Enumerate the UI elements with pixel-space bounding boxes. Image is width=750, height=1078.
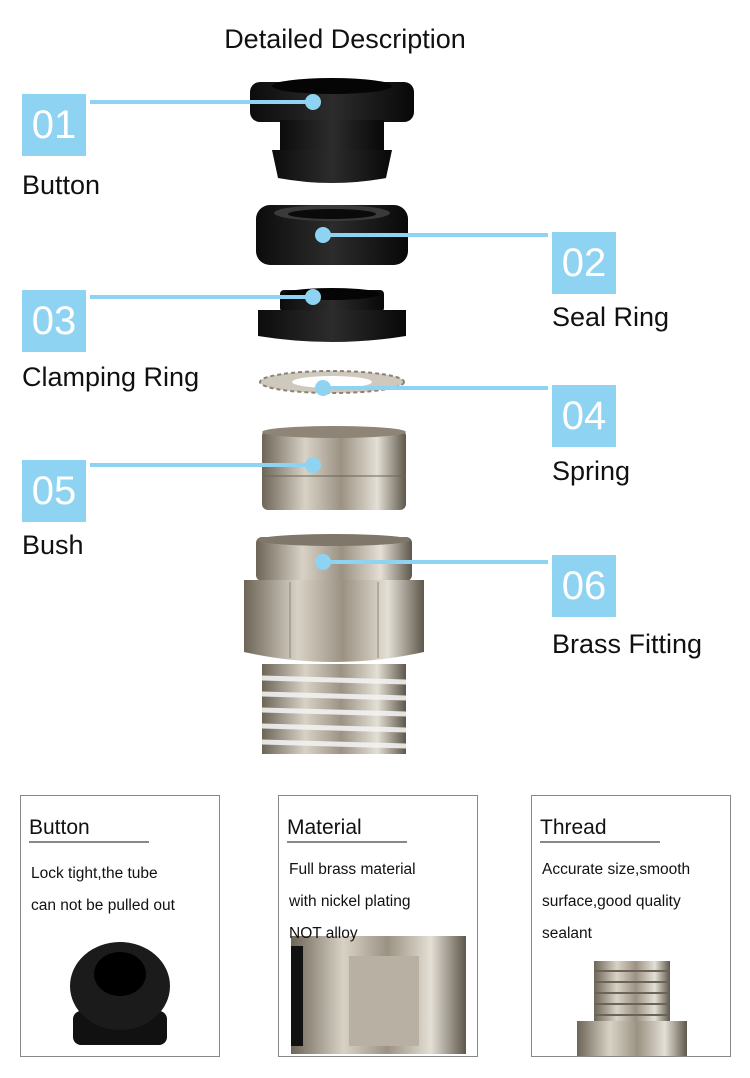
exploded-diagram [90,78,548,754]
part-number-badge: 03 [22,290,86,352]
feature-card-thread: Thread Accurate size,smooth surface,good… [531,795,731,1057]
card-text: with nickel plating [289,893,411,910]
card-title: Material [287,816,362,839]
card-title: Thread [540,816,607,839]
leader-lines [90,94,548,570]
part-label: Button [22,170,101,200]
part-number-badge: 05 [22,460,86,522]
brass-fitting-part-image [244,534,424,754]
part-number-badge: 01 [22,94,86,156]
spring-part-image [259,370,405,394]
part-label: Clamping Ring [22,362,200,392]
thread-photo [577,961,687,1056]
title-underline [287,841,407,843]
card-text: Full brass material [289,861,416,878]
card-text: surface,good quality [542,893,681,910]
page-title: Detailed Description [224,24,466,54]
card-title: Button [29,816,90,839]
part-number-badge: 04 [552,385,616,447]
part-label: Spring [552,456,631,486]
card-text: NOT alloy [289,925,358,942]
bush-part-image [262,426,406,510]
card-text: Accurate size,smooth [542,861,691,878]
part-label: Seal Ring [552,302,670,332]
button-photo [70,942,170,1045]
title-underline [29,841,149,843]
feature-card-button: Button Lock tight,the tube can not be pu… [20,795,220,1057]
feature-card-material: Material Full brass material with nickel… [278,795,478,1057]
part-label: Bush [22,530,84,560]
card-text: Lock tight,the tube [31,865,158,882]
part-number-badge: 06 [552,555,616,617]
part-label: Brass Fitting [552,629,703,659]
card-text: can not be pulled out [31,897,175,914]
button-part-image [250,78,414,183]
card-text: sealant [542,925,592,942]
material-photo [291,936,466,1054]
part-number-badge: 02 [552,232,616,294]
title-underline [540,841,660,843]
